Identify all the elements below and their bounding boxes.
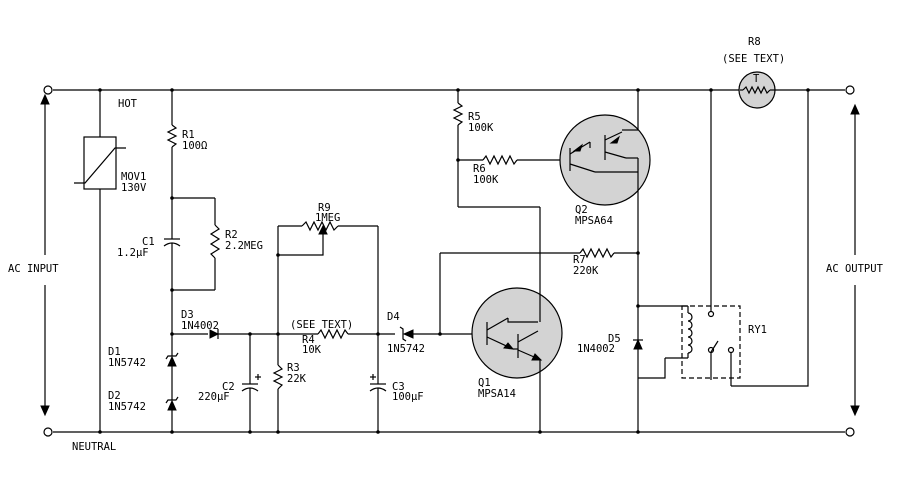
r9-value: 1MEG: [315, 212, 340, 224]
neutral-label: NEUTRAL: [72, 441, 116, 453]
r2-value: 2.2MEG: [225, 240, 263, 252]
d1-name: D1: [108, 346, 121, 358]
r3-value: 22K: [287, 373, 307, 385]
r7-value: 220K: [573, 265, 599, 277]
c1-value: 1.2µF: [117, 247, 149, 259]
r6-value: 100K: [473, 174, 499, 186]
r4-note: (SEE TEXT): [290, 319, 353, 331]
neutral-input-terminal: [43, 427, 53, 437]
q1-transistor: [471, 287, 563, 379]
d4-zener: [399, 326, 414, 342]
c2-name: C2: [222, 381, 235, 393]
r3-name: R3: [287, 362, 300, 374]
d3-value: 1N4002: [181, 320, 219, 332]
q1-value: MPSA14: [478, 388, 516, 400]
r3-resistor: [272, 334, 284, 432]
ac-input-arrow: [40, 93, 50, 417]
r9-name: R9: [318, 202, 331, 214]
r8-thermistor: [738, 71, 776, 109]
d2-name: D2: [108, 390, 121, 402]
d2-value: 1N5742: [108, 401, 146, 413]
hot-label: HOT: [118, 98, 138, 110]
r4-name: R4: [302, 334, 315, 346]
d5-value: 1N4002: [577, 343, 615, 355]
c3-value: 100µF: [392, 391, 424, 403]
q2-name: Q2: [575, 204, 588, 216]
r1-resistor: [166, 90, 178, 198]
r1-name: R1: [182, 129, 195, 141]
d2-zener: [165, 396, 179, 432]
r7-resistor: [579, 247, 638, 259]
ac-input-label: AC INPUT: [8, 263, 59, 275]
mov1-name: MOV1: [121, 171, 146, 183]
r2-resistor: [209, 198, 221, 290]
r8-note: (SEE TEXT): [722, 53, 785, 65]
r7-name: R7: [573, 254, 586, 266]
r2-name: R2: [225, 229, 238, 241]
r6-name: R6: [473, 163, 486, 175]
d4-value: 1N5742: [387, 343, 425, 355]
d3-name: D3: [181, 309, 194, 321]
ac-output-label: AC OUTPUT: [826, 263, 884, 275]
mov1: [74, 90, 126, 432]
r5-value: 100K: [468, 122, 494, 134]
d5-name: D5: [608, 333, 621, 345]
ry1-name: RY1: [748, 324, 767, 336]
d1-value: 1N5742: [108, 357, 146, 369]
q2-value: MPSA64: [575, 215, 613, 227]
ac-output-arrow: [850, 103, 860, 417]
r8-symbol: T: [753, 73, 760, 85]
mov1-value: 130V: [121, 182, 147, 194]
q1-name: Q1: [478, 377, 491, 389]
hot-output-terminal: [845, 85, 855, 95]
d5-diode: [633, 338, 643, 350]
r5-name: R5: [468, 111, 481, 123]
c1-capacitor: [163, 198, 181, 334]
r8-name: R8: [748, 36, 761, 48]
r9-potentiometer: [278, 220, 378, 256]
d1-zener: [165, 334, 179, 400]
r4-value: 10K: [302, 344, 322, 356]
c2-value: 220µF: [198, 391, 230, 403]
neutral-output-terminal: [845, 427, 855, 437]
r4-resistor: [300, 328, 395, 340]
c1-name: C1: [142, 236, 155, 248]
q2-transistor: [559, 114, 651, 206]
c2-capacitor: [241, 334, 261, 432]
d4-name: D4: [387, 311, 400, 323]
r1-value: 100Ω: [182, 140, 207, 152]
ry1-relay: [638, 90, 809, 387]
c3-name: C3: [392, 381, 405, 393]
hot-input-terminal: [43, 85, 53, 95]
c3-capacitor: [369, 334, 387, 432]
r5-resistor: [452, 90, 464, 207]
